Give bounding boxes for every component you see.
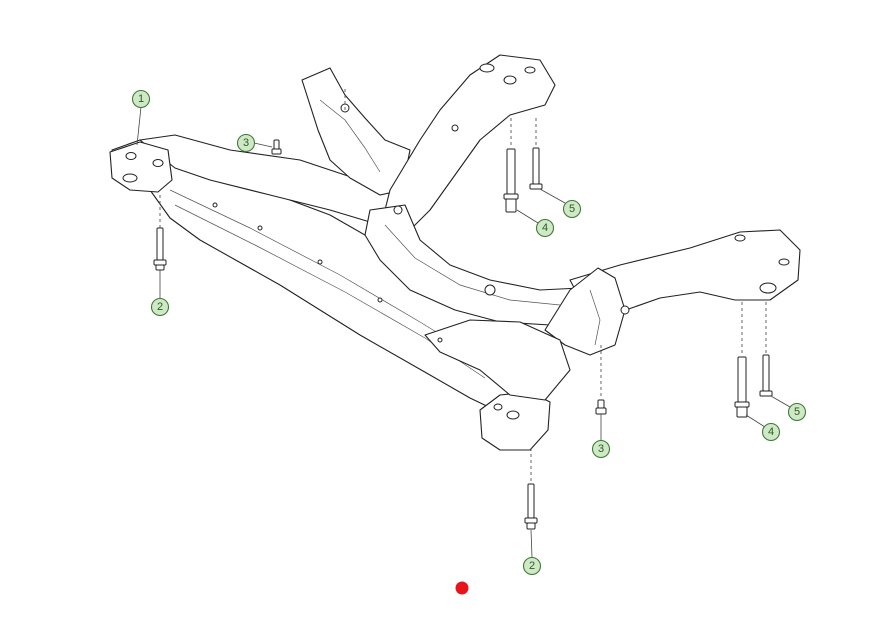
callout-3-lower: 3	[591, 439, 611, 459]
right-mount-tower	[544, 267, 626, 356]
callout-2-bottom: 2	[522, 556, 542, 576]
callout-5-upper: 5	[562, 199, 582, 219]
callout-1: 1	[131, 89, 151, 109]
bolt-4-upper	[503, 148, 519, 213]
callout-4-right: 4	[761, 422, 781, 442]
callout-5-upper-label: 5	[569, 203, 575, 215]
bolt-3-upper	[271, 139, 282, 155]
callout-3-lower-label: 3	[598, 443, 604, 455]
bolt-2-left	[153, 227, 167, 271]
callout-2-left: 2	[150, 297, 170, 317]
callout-3-upper-label: 3	[243, 137, 249, 149]
left-front-foot	[109, 141, 173, 193]
callout-4-upper-label: 4	[542, 222, 548, 234]
bolt-2-bottom	[524, 483, 538, 530]
bolt-4-right	[734, 356, 750, 418]
callout-4-upper: 4	[535, 218, 555, 238]
front-subframe	[109, 54, 801, 451]
bolt-5-right	[759, 354, 773, 397]
right-lower-arm	[424, 319, 571, 401]
callout-3-upper: 3	[236, 133, 256, 153]
leader-lines	[136, 106, 791, 558]
bolt-3-lower	[595, 399, 607, 415]
left-rear-rail	[379, 54, 556, 231]
bolts	[153, 139, 773, 530]
callout-1-label: 1	[138, 93, 144, 105]
callout-2-left-label: 2	[157, 301, 163, 313]
callout-5-right-label: 5	[794, 406, 800, 418]
callout-2-bottom-label: 2	[529, 560, 535, 572]
callout-4-right-label: 4	[768, 426, 774, 438]
callout-5-right: 5	[787, 402, 807, 422]
installation-axes	[159, 88, 767, 482]
bolt-5-upper	[529, 147, 543, 190]
red-marker-dot	[455, 581, 469, 595]
